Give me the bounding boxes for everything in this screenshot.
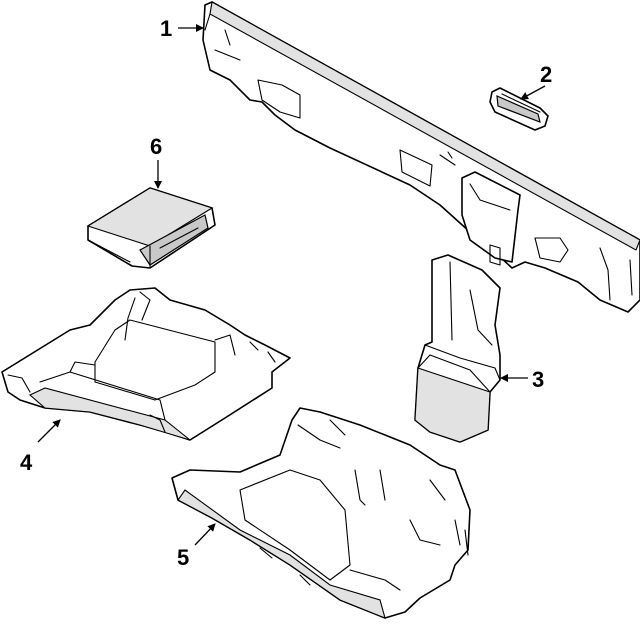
callout-1: 1 <box>160 16 172 41</box>
callout-3: 3 <box>532 367 544 392</box>
part-3-quarter-trim <box>414 254 501 443</box>
part-2-retainer-clip <box>489 87 549 131</box>
callout-labels: 1 2 3 4 5 6 <box>20 16 552 570</box>
part-1-rear-trim-panel <box>202 1 640 313</box>
part-5-trunk-side-trim <box>171 407 471 619</box>
callout-4: 4 <box>20 450 33 475</box>
part-4-trunk-floor-trim <box>1 287 291 441</box>
leader-5 <box>194 523 216 546</box>
part-6-storage-cover <box>86 187 216 269</box>
callout-6: 6 <box>150 134 162 159</box>
callout-leaders <box>37 24 546 546</box>
leader-2 <box>520 85 546 100</box>
callout-5: 5 <box>177 545 189 570</box>
leader-4 <box>37 419 61 443</box>
callout-2: 2 <box>540 62 552 87</box>
